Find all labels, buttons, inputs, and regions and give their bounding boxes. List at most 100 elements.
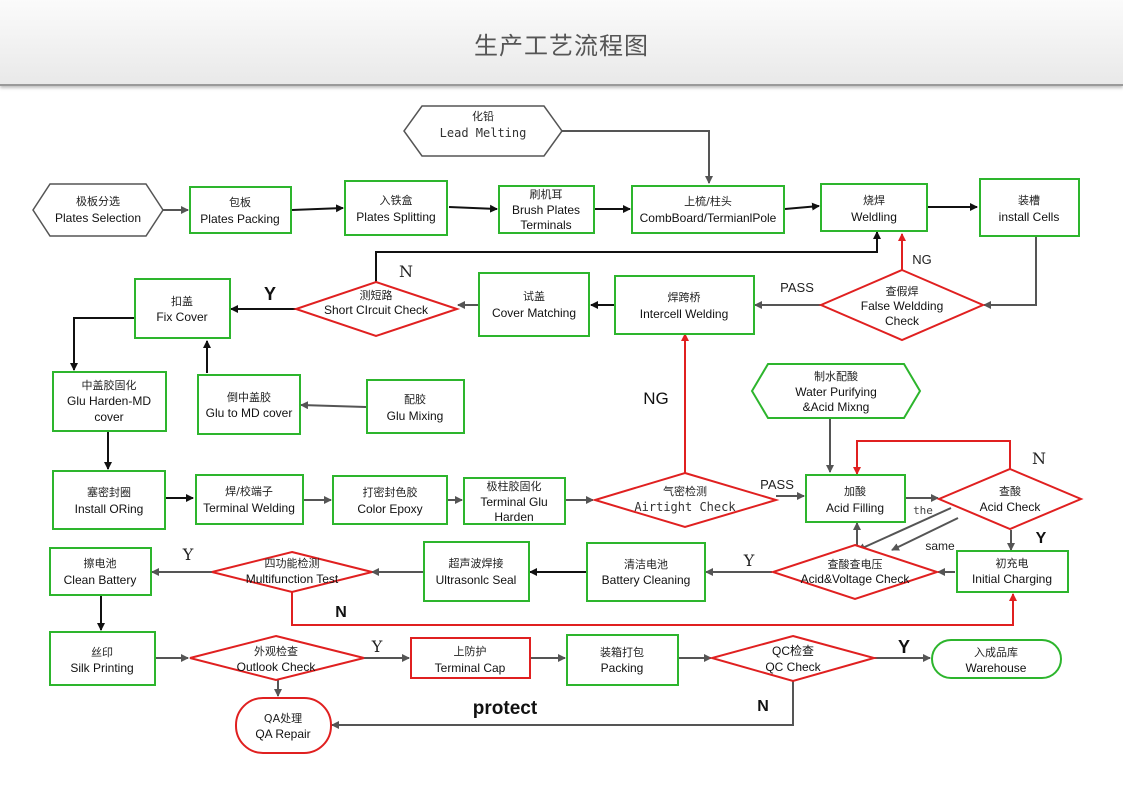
node-outlook-check: 外观检查 Outlook Check	[189, 634, 365, 682]
node-en-label: Cover Matching	[492, 306, 576, 320]
node-en-label: CombBoard/TermianlPole	[640, 211, 777, 225]
node-en-label: Terminal Welding	[203, 501, 295, 515]
node-en-label: Packing	[601, 661, 644, 675]
node-en-label: Plates Splitting	[356, 210, 435, 224]
node-zh-label: 包板	[229, 195, 251, 209]
label-n-acid-check: N	[1032, 449, 1046, 468]
node-glu-mixing: 配胶 Glu Mixing	[366, 379, 465, 434]
node-en-label: Airtight Check	[634, 500, 736, 514]
node-install-cells: 装槽 install Cells	[979, 178, 1080, 237]
node-zh-label: 擦电池	[84, 556, 117, 570]
node-en-label: Acid Filling	[826, 501, 884, 515]
label-ng-airtight: NG	[643, 389, 669, 408]
node-en-label: Glu Harden-MD	[67, 394, 151, 408]
arrow-multi-n-to-charging	[291, 592, 1017, 626]
node-zh-label: 塞密封圈	[87, 485, 131, 499]
node-zh-label: 气密检测	[663, 484, 707, 498]
node-zh-label: 装箱打包	[600, 645, 644, 659]
node-qc-check: QC检查 QC Check	[708, 634, 878, 683]
node-en-label: Intercell Welding	[640, 307, 729, 321]
arrow-cells-to-false	[983, 237, 1037, 309]
arrow-comb-to-welding	[784, 202, 820, 211]
node-glu-to-md: 倒中盖胶 Glu to MD cover	[197, 374, 301, 435]
node-zh-label: 超声波焊接	[449, 556, 504, 570]
node-zh-label: 中盖胶固化	[82, 378, 137, 392]
node-zh-label: 装槽	[1018, 194, 1040, 207]
node-cover-matching: 试盖 Cover Matching	[478, 272, 590, 337]
node-brush-plates: 刷机耳 Brush Plates Terminals	[498, 185, 595, 234]
node-zh-label: 查酸	[999, 484, 1021, 498]
node-zh-label: 丝印	[91, 646, 113, 659]
node-en-label: Terminal Cap	[435, 661, 506, 675]
label-the: the	[913, 504, 933, 517]
label-pass-false-check: PASS	[780, 280, 814, 295]
node-zh-label: 试盖	[523, 289, 545, 303]
node-ultrasonic-seal: 超声波焊接 Ultrasonlc Seal	[423, 541, 530, 602]
label-y-acid-check: Y	[1036, 530, 1047, 547]
node-zh-label: 配胶	[404, 392, 426, 406]
node-zh-label: 上防护	[454, 644, 487, 658]
node-zh-label: 清洁电池	[624, 558, 668, 571]
label-y-short-circuit: Y	[264, 284, 276, 304]
node-zh-label: 刷机耳	[530, 187, 563, 201]
node-en-label: Clean Battery	[64, 573, 137, 587]
node-airtight-check: 气密检测 Airtight Check	[591, 471, 780, 529]
arrow-acidcheck-same	[857, 507, 952, 551]
node-plates-splitting: 入铁盒 Plates Splitting	[344, 180, 448, 236]
node-intercell-welding: 焊跨桥 Intercell Welding	[614, 275, 755, 335]
node-zh-label: 加酸	[844, 484, 866, 498]
node-en-label-2: Check	[885, 314, 920, 328]
node-en-label: Plates Packing	[200, 212, 279, 226]
arrow-packing-to-splitting	[291, 204, 344, 213]
label-y-multifunction: Y	[182, 545, 194, 564]
node-terminal-welding: 焊/校端子 Terminal Welding	[195, 474, 304, 525]
node-en-label: Glu to MD cover	[206, 406, 293, 420]
node-zh-label: 入成品库	[974, 646, 1018, 659]
node-en-label: Initial Charging	[972, 572, 1052, 586]
edge-labels: NG PASS N Y NG PASS N the same Y Y Y N Y…	[182, 252, 1047, 719]
node-qa-repair: QA处理 QA Repair	[235, 697, 332, 754]
node-packing: 装箱打包 Packing	[566, 634, 679, 686]
node-fix-cover: 扣盖 Fix Cover	[134, 278, 231, 339]
node-en-label: False Weldding	[861, 299, 944, 313]
node-zh-label: 制水配酸	[814, 369, 858, 383]
node-en-label-2: &Acid Mixng	[803, 400, 870, 414]
node-false-welding-check: 查假焊 False Weldding Check	[818, 268, 986, 342]
node-multifunction-test: 四功能检测 Multifunction Test	[211, 550, 373, 594]
node-silk-printing: 丝印 Silk Printing	[49, 631, 156, 686]
label-n-qc: N	[757, 698, 769, 715]
node-zh-label: 入铁盒	[380, 193, 413, 207]
node-en-label: Acid&Voltage Check	[801, 572, 911, 586]
node-en-label: QA Repair	[255, 727, 310, 741]
node-en-label: Brush Plates	[512, 203, 580, 217]
node-glu-harden: 中盖胶固化 Glu Harden-MD cover	[52, 371, 167, 432]
node-zh-label: 烧焊	[863, 193, 885, 207]
node-en-label: Ultrasonlc Seal	[436, 573, 517, 587]
node-zh-label: 测短路	[360, 288, 393, 302]
node-plates-packing: 包板 Plates Packing	[189, 186, 292, 234]
header-bar: 生产工艺流程图	[0, 0, 1123, 86]
label-y-qc: Y	[898, 637, 910, 657]
node-combboard: 上梳/柱头 CombBoard/TermianlPole	[631, 185, 785, 234]
node-zh-label: 上梳/柱头	[684, 194, 732, 208]
node-color-epoxy: 打密封色胶 Color Epoxy	[332, 475, 448, 525]
node-zh-label: 极柱胶固化	[487, 479, 542, 493]
node-acid-check: 查酸 Acid Check	[936, 467, 1084, 531]
node-en-label-2: cover	[94, 410, 123, 424]
node-welding: 烧焊 Weldling	[820, 183, 928, 232]
label-ng-welding: NG	[912, 252, 932, 267]
node-en-label: Silk Printing	[70, 661, 133, 675]
node-en-label: install Cells	[999, 210, 1060, 224]
node-zh-label: 焊跨桥	[668, 290, 701, 304]
node-zh-label: 初充电	[996, 556, 1029, 570]
node-zh-label: 打密封色胶	[363, 485, 418, 499]
node-short-circuit-check: 测短路 Short CIrcuit Check	[292, 280, 461, 338]
node-en-label: Acid Check	[980, 500, 1042, 514]
node-clean-battery: 擦电池 Clean Battery	[49, 547, 152, 596]
arrow-lead-to-comb	[562, 130, 713, 184]
node-en-label: Multifunction Test	[246, 572, 339, 586]
node-install-oring: 塞密封圈 Install ORing	[52, 470, 166, 530]
node-en-label: Terminal Glu	[480, 495, 547, 509]
node-en-label: Outlook Check	[237, 660, 317, 674]
page-title: 生产工艺流程图	[474, 32, 649, 60]
